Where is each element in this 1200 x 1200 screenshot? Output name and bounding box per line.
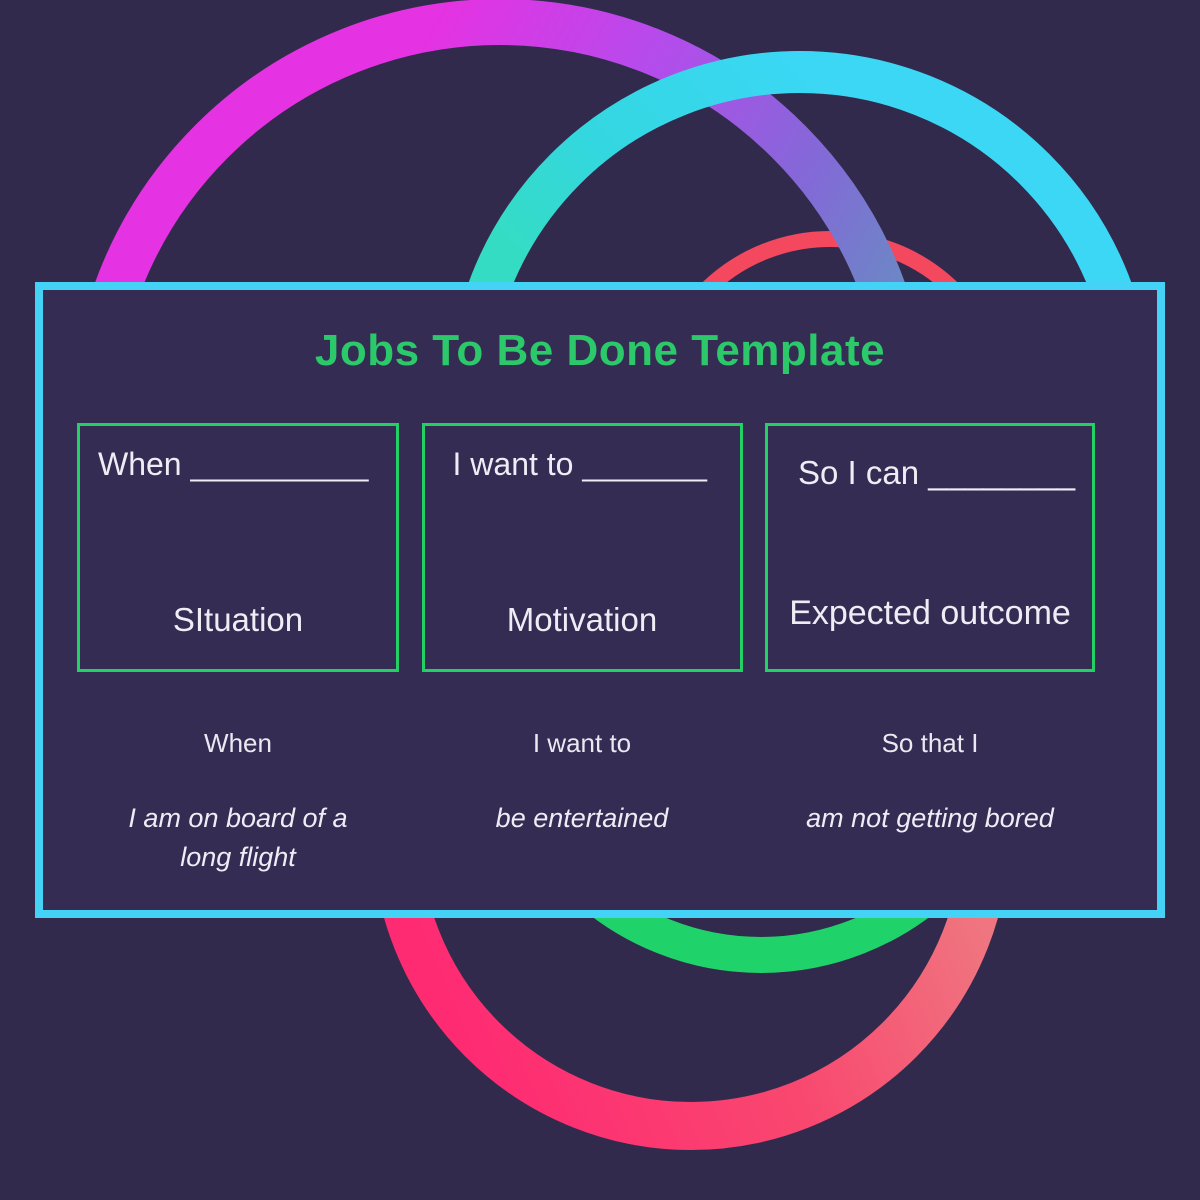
example-value-situation: I am on board of a long flight xyxy=(77,799,399,877)
situation-prompt-text: When __________ xyxy=(98,446,369,482)
motivation-caption: Motivation xyxy=(506,601,658,638)
example-value-motivation: be entertained xyxy=(422,799,743,877)
outcome-caption: Expected outcome xyxy=(789,594,1071,632)
motivation-prompt-text: I want to _______ xyxy=(452,446,707,482)
example-label-when: When xyxy=(204,728,272,758)
page-title: Jobs To Be Done Template xyxy=(314,326,886,375)
example-value-outcome: am not getting bored xyxy=(765,799,1095,877)
example-values-row: I am on board of a long flight be entert… xyxy=(43,799,1157,877)
example-label-so-that-i: So that I xyxy=(881,728,979,758)
example-value-outcome-text: am not getting bored xyxy=(806,803,1054,833)
cards-row: When __________ SItuation I want to ____… xyxy=(43,423,1157,672)
example-labels-row: When I want to So that I xyxy=(43,728,1157,759)
card-motivation: I want to _______ Motivation xyxy=(421,423,743,672)
example-value-motivation-text: be entertained xyxy=(495,803,669,833)
situation-caption: SItuation xyxy=(172,601,304,638)
template-panel: Jobs To Be Done Template When __________… xyxy=(35,282,1165,918)
card-expected-outcome: So I can ________ Expected outcome xyxy=(765,423,1095,672)
card-situation: When __________ SItuation xyxy=(77,423,399,672)
example-label-i-want-to: I want to xyxy=(532,728,632,758)
example-value-situation-text: I am on board of a long flight xyxy=(128,803,348,873)
template-panel-inner: Jobs To Be Done Template When __________… xyxy=(43,326,1157,946)
outcome-prompt-text: So I can ________ xyxy=(798,454,1076,491)
